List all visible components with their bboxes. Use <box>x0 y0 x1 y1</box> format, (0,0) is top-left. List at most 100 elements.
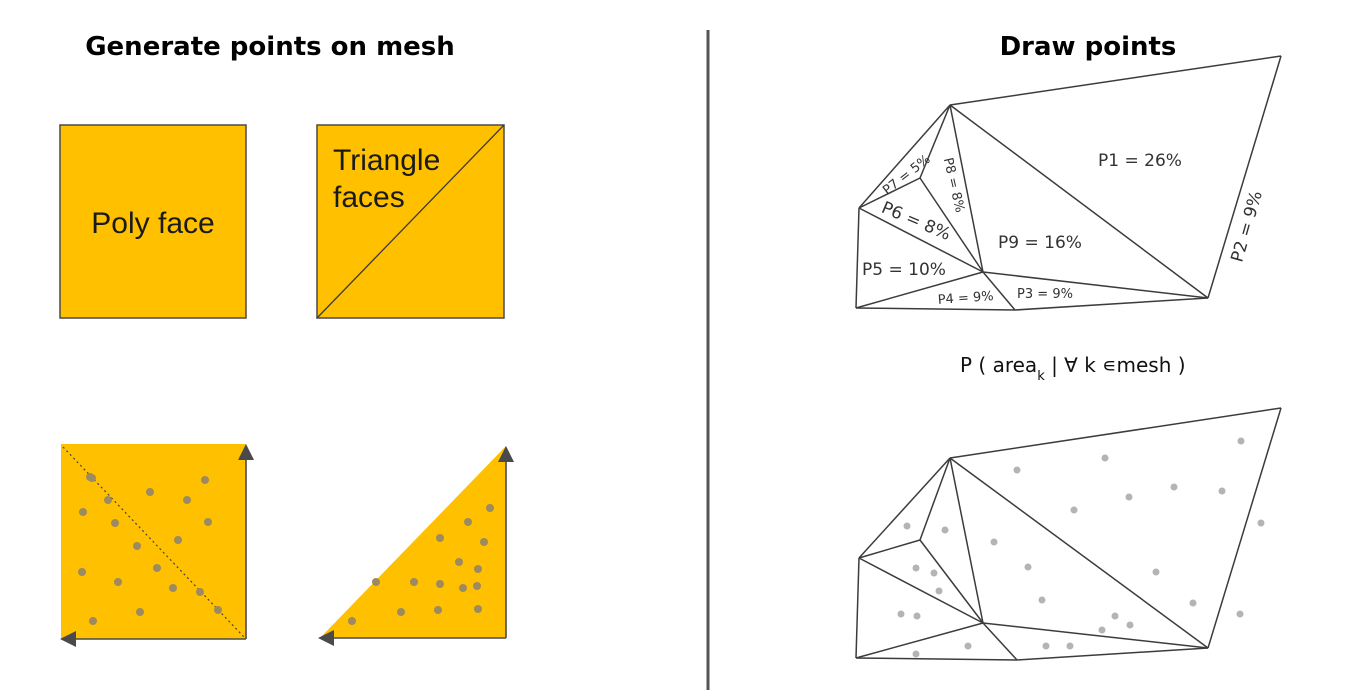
sample-point <box>464 518 472 526</box>
mesh-sample-point <box>912 564 920 572</box>
mesh-edge <box>949 55 1282 106</box>
mesh-edge <box>858 539 921 559</box>
mesh-edge <box>1014 297 1209 311</box>
mesh-sample-points <box>897 437 1265 658</box>
sample-point <box>480 538 488 546</box>
sample-point <box>486 504 494 512</box>
mesh-edge <box>919 457 951 541</box>
sample-point <box>348 617 356 625</box>
mesh-sample-point <box>1098 626 1106 634</box>
sample-point <box>436 534 444 542</box>
poly-face-square: Poly face <box>59 124 247 319</box>
sample-point <box>372 578 380 586</box>
sample-point <box>459 584 467 592</box>
poly-face-label: Poly face <box>91 207 214 240</box>
area-probability-formula: P ( areak | ∀ k ∊mesh ) <box>960 353 1186 384</box>
mesh-edge <box>855 622 984 659</box>
mesh-edge <box>982 622 1018 661</box>
mesh-sample-point <box>1236 610 1244 618</box>
mesh-edge <box>858 557 984 624</box>
sample-point <box>455 558 463 566</box>
sample-point <box>78 568 86 576</box>
mesh-sample-point <box>1218 487 1226 495</box>
mesh-edge <box>982 622 1209 649</box>
sample-point <box>201 476 209 484</box>
mesh-sample-point <box>903 522 911 530</box>
mesh-edge <box>982 271 1016 311</box>
mesh-sample-point <box>1042 642 1050 650</box>
mesh-edge <box>855 307 1016 311</box>
sample-point <box>196 588 204 596</box>
region-label-p1: P1 = 26% <box>1098 151 1182 171</box>
mesh-edge <box>858 457 951 559</box>
sample-point <box>214 606 222 614</box>
mesh-sample-point <box>912 650 920 658</box>
mesh-sample-point <box>1125 493 1133 501</box>
mesh-sample-point <box>1066 642 1074 650</box>
sample-point <box>79 508 87 516</box>
right-panel-title: Draw points <box>1000 32 1177 62</box>
mesh-edge <box>858 177 921 209</box>
sample-point <box>436 580 444 588</box>
square-sample-points <box>78 473 222 625</box>
formula-suffix: | ∀ k ∊mesh ) <box>1045 353 1186 377</box>
mesh-edge <box>949 407 1282 459</box>
sample-point <box>111 519 119 527</box>
region-label-p5: P5 = 10% <box>862 260 946 280</box>
mesh-with-sampled-points <box>855 407 1282 661</box>
mesh-edge <box>919 104 951 179</box>
region-label-p9: P9 = 16% <box>998 233 1082 253</box>
sample-point <box>133 542 141 550</box>
mesh-edge <box>855 207 860 309</box>
mesh-edge <box>949 104 1209 299</box>
mesh-sample-point <box>1189 599 1197 607</box>
triangle-faces-square: Triangle faces <box>316 124 505 319</box>
mesh-with-area-probabilities <box>855 55 1282 311</box>
mesh-sample-point <box>990 538 998 546</box>
sample-point <box>434 606 442 614</box>
mesh-sample-point <box>1070 506 1078 514</box>
mesh-sample-point <box>930 569 938 577</box>
sample-point <box>474 605 482 613</box>
mesh-sample-point <box>1257 519 1265 527</box>
triangle-sample-points <box>348 504 494 625</box>
sample-point <box>89 617 97 625</box>
region-label-p2: P2 = 9% <box>1228 189 1267 265</box>
mesh-edge <box>1207 407 1282 649</box>
mesh-edge <box>919 177 984 273</box>
mesh-edge <box>919 539 984 624</box>
formula-subscript: k <box>1037 369 1045 384</box>
triangle-faces-diagonal <box>316 124 505 319</box>
region-label-p4: P4 = 9% <box>937 289 994 308</box>
mesh-sample-point <box>1170 483 1178 491</box>
sample-point <box>104 496 112 504</box>
mesh-edge <box>858 207 984 273</box>
formula-prefix: P ( area <box>960 353 1037 377</box>
square-dotted-diagonal <box>62 446 245 638</box>
triangle-faces-label-line1: Triangle <box>333 144 440 177</box>
mesh-sample-point <box>964 642 972 650</box>
sample-point <box>474 565 482 573</box>
sample-point <box>204 518 212 526</box>
mesh-edge <box>982 271 1209 299</box>
sampled-square <box>60 444 254 647</box>
mesh-edge <box>858 104 951 209</box>
mesh-edge <box>1016 647 1209 661</box>
mesh-sample-point <box>1038 596 1046 604</box>
mesh-edge <box>855 657 1018 661</box>
mesh-sample-point <box>1126 621 1134 629</box>
mesh-sample-point <box>913 612 921 620</box>
sample-point <box>410 578 418 586</box>
region-label-p3: P3 = 9% <box>1017 287 1073 302</box>
triangle-faces-label-line2: faces <box>333 181 405 214</box>
sample-point <box>473 582 481 590</box>
region-label-p8: P8 = 8% <box>940 156 967 214</box>
mesh-edge <box>1207 55 1282 299</box>
mesh-sample-point <box>897 610 905 618</box>
sample-point <box>86 473 94 481</box>
mesh-edge <box>949 104 984 273</box>
mesh-sample-point <box>1152 568 1160 576</box>
mesh-sample-point <box>1024 563 1032 571</box>
mesh-sample-point <box>1237 437 1245 445</box>
